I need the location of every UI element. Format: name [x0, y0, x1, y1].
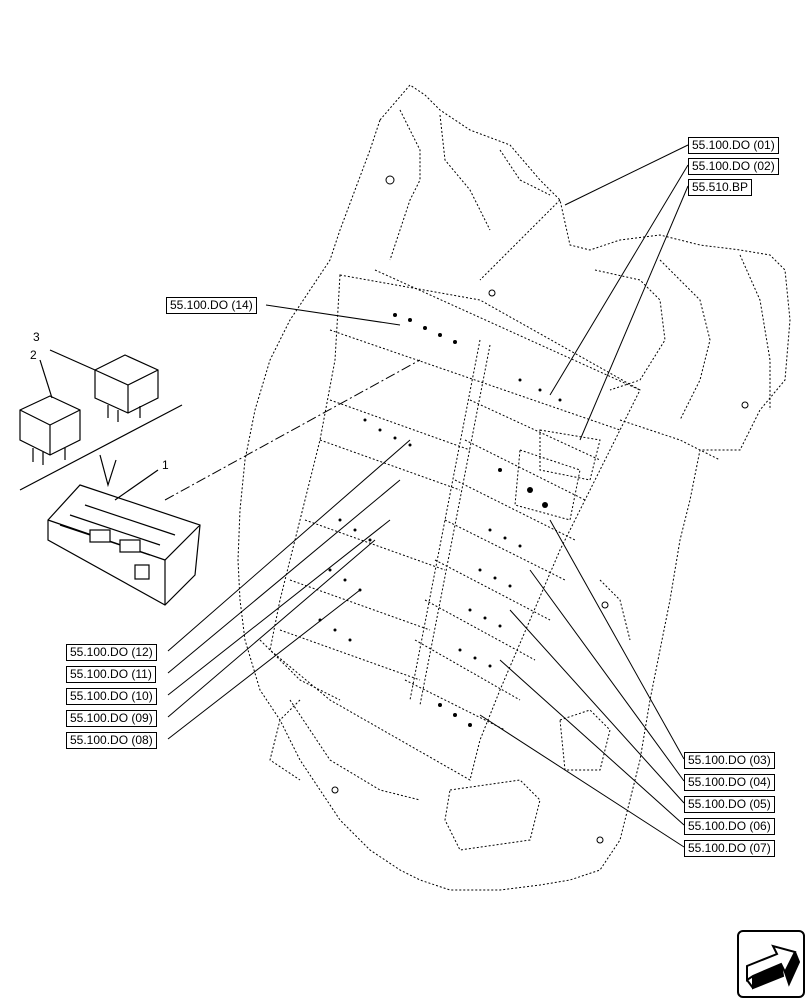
reference-link-10[interactable]: 55.100.DO (10) [66, 688, 157, 705]
reference-link-02[interactable]: 55.100.DO (02) [688, 158, 779, 175]
reference-link-14[interactable]: 55.100.DO (14) [166, 297, 257, 314]
reference-link-11[interactable]: 55.100.DO (11) [66, 666, 156, 683]
fuse-panel-outline [269, 274, 641, 781]
reference-link-05[interactable]: 55.100.DO (05) [684, 796, 775, 813]
reference-link-09[interactable]: 55.100.DO (09) [66, 710, 157, 727]
reference-link-04[interactable]: 55.100.DO (04) [684, 774, 775, 791]
item-number-3: 3 [33, 330, 40, 344]
reference-link-510bp[interactable]: 55.510.BP [688, 179, 753, 196]
item-number-1: 1 [162, 458, 169, 472]
next-page-arrow-icon [746, 944, 801, 990]
item-number-2: 2 [30, 348, 37, 362]
reference-link-08[interactable]: 55.100.DO (08) [66, 732, 157, 749]
relay-2 [19, 395, 81, 465]
reference-link-03[interactable]: 55.100.DO (03) [684, 752, 775, 769]
reference-link-01[interactable]: 55.100.DO (01) [688, 137, 779, 154]
next-page-button[interactable] [737, 930, 805, 998]
cab-housing-outline [237, 84, 791, 891]
reference-link-07[interactable]: 55.100.DO (07) [684, 840, 775, 857]
fuse-carrier-1 [47, 484, 201, 606]
reference-link-06[interactable]: 55.100.DO (06) [684, 818, 775, 835]
reference-link-12[interactable]: 55.100.DO (12) [66, 644, 157, 661]
relay-3 [94, 354, 159, 422]
